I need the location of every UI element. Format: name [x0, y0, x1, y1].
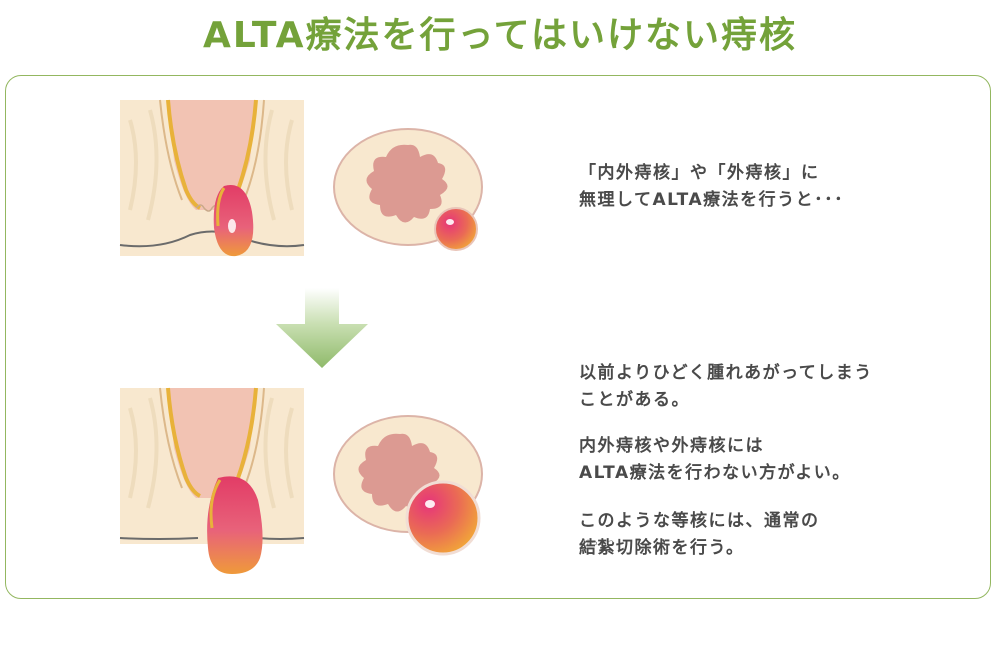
cross-section-icon	[333, 415, 483, 556]
anal-canal-icon	[119, 387, 305, 574]
down-arrow-icon	[276, 288, 368, 368]
description-swelling: 以前よりひどく腫れあがってしまう ことがある。	[579, 363, 873, 410]
anal-canal-icon	[119, 99, 305, 257]
description-recommendation: 内外痔核や外痔核には ALTA療法を行わない方がよい。	[579, 436, 851, 483]
cross-section-icon	[333, 128, 483, 251]
ruby-kessatsu: けっさつ	[583, 539, 615, 547]
description-top: 「内外痔核」や「外痔核」に 無理してALTA療法を行うと･･･	[579, 163, 845, 210]
page-title: ALTA療法を行ってはいけない痔核	[203, 15, 797, 56]
description-treatment: このような等核には、通常の 結紮切除術を行う。	[579, 511, 820, 558]
